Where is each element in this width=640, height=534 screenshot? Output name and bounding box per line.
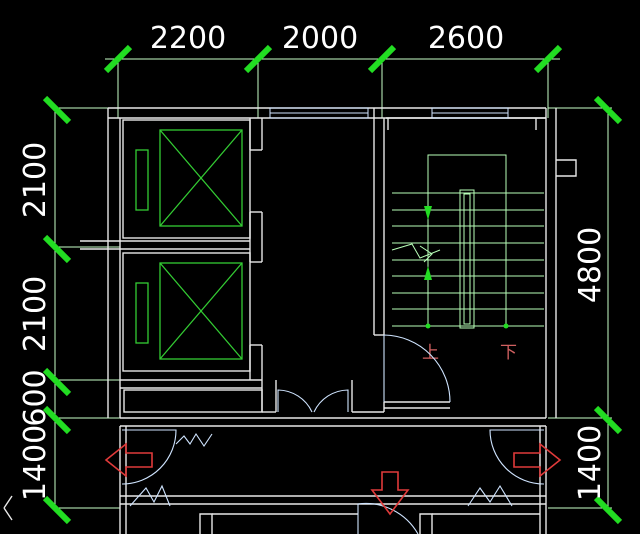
evacuation-arrow-right-icon bbox=[513, 442, 562, 478]
dimension-ticks bbox=[42, 44, 623, 525]
evacuation-arrow-down-icon bbox=[370, 471, 410, 516]
dim-right-2: 1400 bbox=[573, 425, 608, 501]
doors bbox=[121, 334, 545, 534]
stair-direction-arrows bbox=[424, 206, 509, 329]
dim-top-1: 2200 bbox=[150, 21, 226, 56]
stair-door bbox=[383, 334, 451, 403]
lobby-double-door bbox=[277, 389, 349, 413]
dim-left-2: 2100 bbox=[18, 276, 53, 352]
left-door-upper bbox=[121, 429, 177, 485]
dimension-lines bbox=[54, 58, 612, 512]
stair-label-down: 下 bbox=[500, 343, 517, 363]
right-door-upper bbox=[489, 429, 545, 485]
dim-left-3: 600 bbox=[18, 369, 53, 426]
evacuation-arrow-left-icon bbox=[104, 442, 153, 478]
elevator-car-icon bbox=[135, 262, 243, 360]
elevator-cars bbox=[135, 129, 243, 360]
stair-label-up: 上 bbox=[422, 343, 439, 363]
dim-top-3: 2600 bbox=[428, 21, 504, 56]
dim-right-1: 4800 bbox=[573, 227, 608, 303]
windows bbox=[269, 107, 509, 119]
dim-left-1: 2100 bbox=[18, 142, 53, 218]
elevator-car-icon bbox=[135, 129, 243, 227]
dimension-labels: 2200 2000 2600 2100 2100 600 1400 4800 1… bbox=[18, 21, 608, 501]
dim-top-2: 2000 bbox=[282, 21, 358, 56]
dim-left-4: 1400 bbox=[18, 425, 53, 501]
evacuation-arrows bbox=[104, 442, 562, 516]
